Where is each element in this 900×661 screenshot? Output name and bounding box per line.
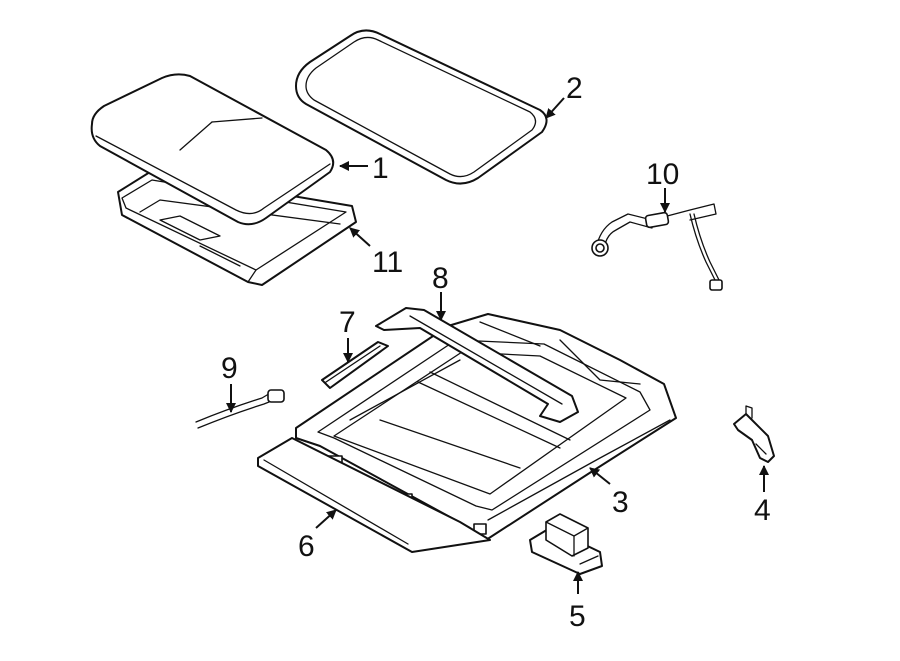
callout-10: 10 bbox=[646, 158, 679, 191]
part-1-glass-panel bbox=[90, 73, 335, 226]
part-10-drain-hose bbox=[591, 203, 723, 291]
callout-7: 7 bbox=[339, 306, 356, 339]
part-5-motor bbox=[529, 513, 603, 575]
callout-3: 3 bbox=[612, 486, 629, 519]
part-8-front-rail bbox=[375, 307, 579, 423]
callout-6: 6 bbox=[298, 530, 315, 563]
callout-5: 5 bbox=[569, 600, 586, 633]
callout-11: 11 bbox=[372, 246, 403, 279]
part-6-sunshade bbox=[257, 437, 491, 553]
callout-labels: 1 2 3 4 5 6 7 8 9 10 11 bbox=[221, 72, 771, 633]
part-7-deflector-strip bbox=[321, 341, 389, 389]
callout-2: 2 bbox=[566, 72, 583, 105]
callout-9: 9 bbox=[221, 352, 238, 385]
part-3-sunroof-frame bbox=[295, 313, 677, 541]
callout-1: 1 bbox=[372, 152, 389, 185]
part-4-bracket bbox=[733, 405, 775, 463]
leader-lines bbox=[226, 97, 769, 594]
callout-4: 4 bbox=[754, 494, 771, 527]
part-11-sunshade-tray bbox=[117, 171, 357, 286]
callout-8: 8 bbox=[432, 262, 449, 295]
part-2-glass-seal bbox=[295, 29, 548, 185]
part-9-drain-tube bbox=[195, 389, 285, 429]
